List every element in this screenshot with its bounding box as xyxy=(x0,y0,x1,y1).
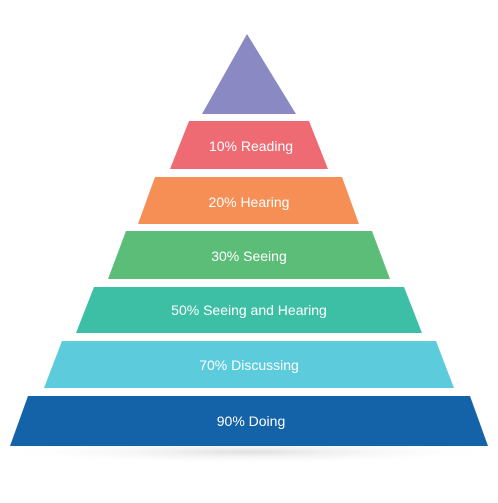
pyramid-band-hearing xyxy=(138,177,359,224)
pyramid-level-hearing: 20% Hearing xyxy=(138,177,359,224)
pyramid-label-seeing-and-hearing: 50% Seeing and Hearing xyxy=(171,302,327,318)
pyramid-label-seeing: 30% Seeing xyxy=(211,248,287,264)
pyramid-band-reading xyxy=(170,121,328,169)
pyramid-band-doing xyxy=(10,396,488,446)
pyramid-level-discussing: 70% Discussing xyxy=(44,341,454,388)
pyramid-label-doing: 90% Doing xyxy=(217,413,286,429)
pyramid-level-seeing-and-hearing: 50% Seeing and Hearing xyxy=(76,287,422,333)
pyramid-label-discussing: 70% Discussing xyxy=(199,357,299,373)
pyramid-band-seeing-and-hearing xyxy=(76,287,422,333)
pyramid-label-hearing: 20% Hearing xyxy=(209,194,290,210)
pyramid-band-seeing xyxy=(108,231,390,279)
pyramid-level-doing: 90% Doing xyxy=(10,396,488,446)
pyramid-label-reading: 10% Reading xyxy=(209,138,293,154)
pyramid-apex xyxy=(202,34,296,114)
pyramid-level-seeing: 30% Seeing xyxy=(108,231,390,279)
pyramid-level-reading: 10% Reading xyxy=(170,121,328,169)
ground-shadow xyxy=(0,440,498,464)
pyramid-band-discussing xyxy=(44,341,454,388)
